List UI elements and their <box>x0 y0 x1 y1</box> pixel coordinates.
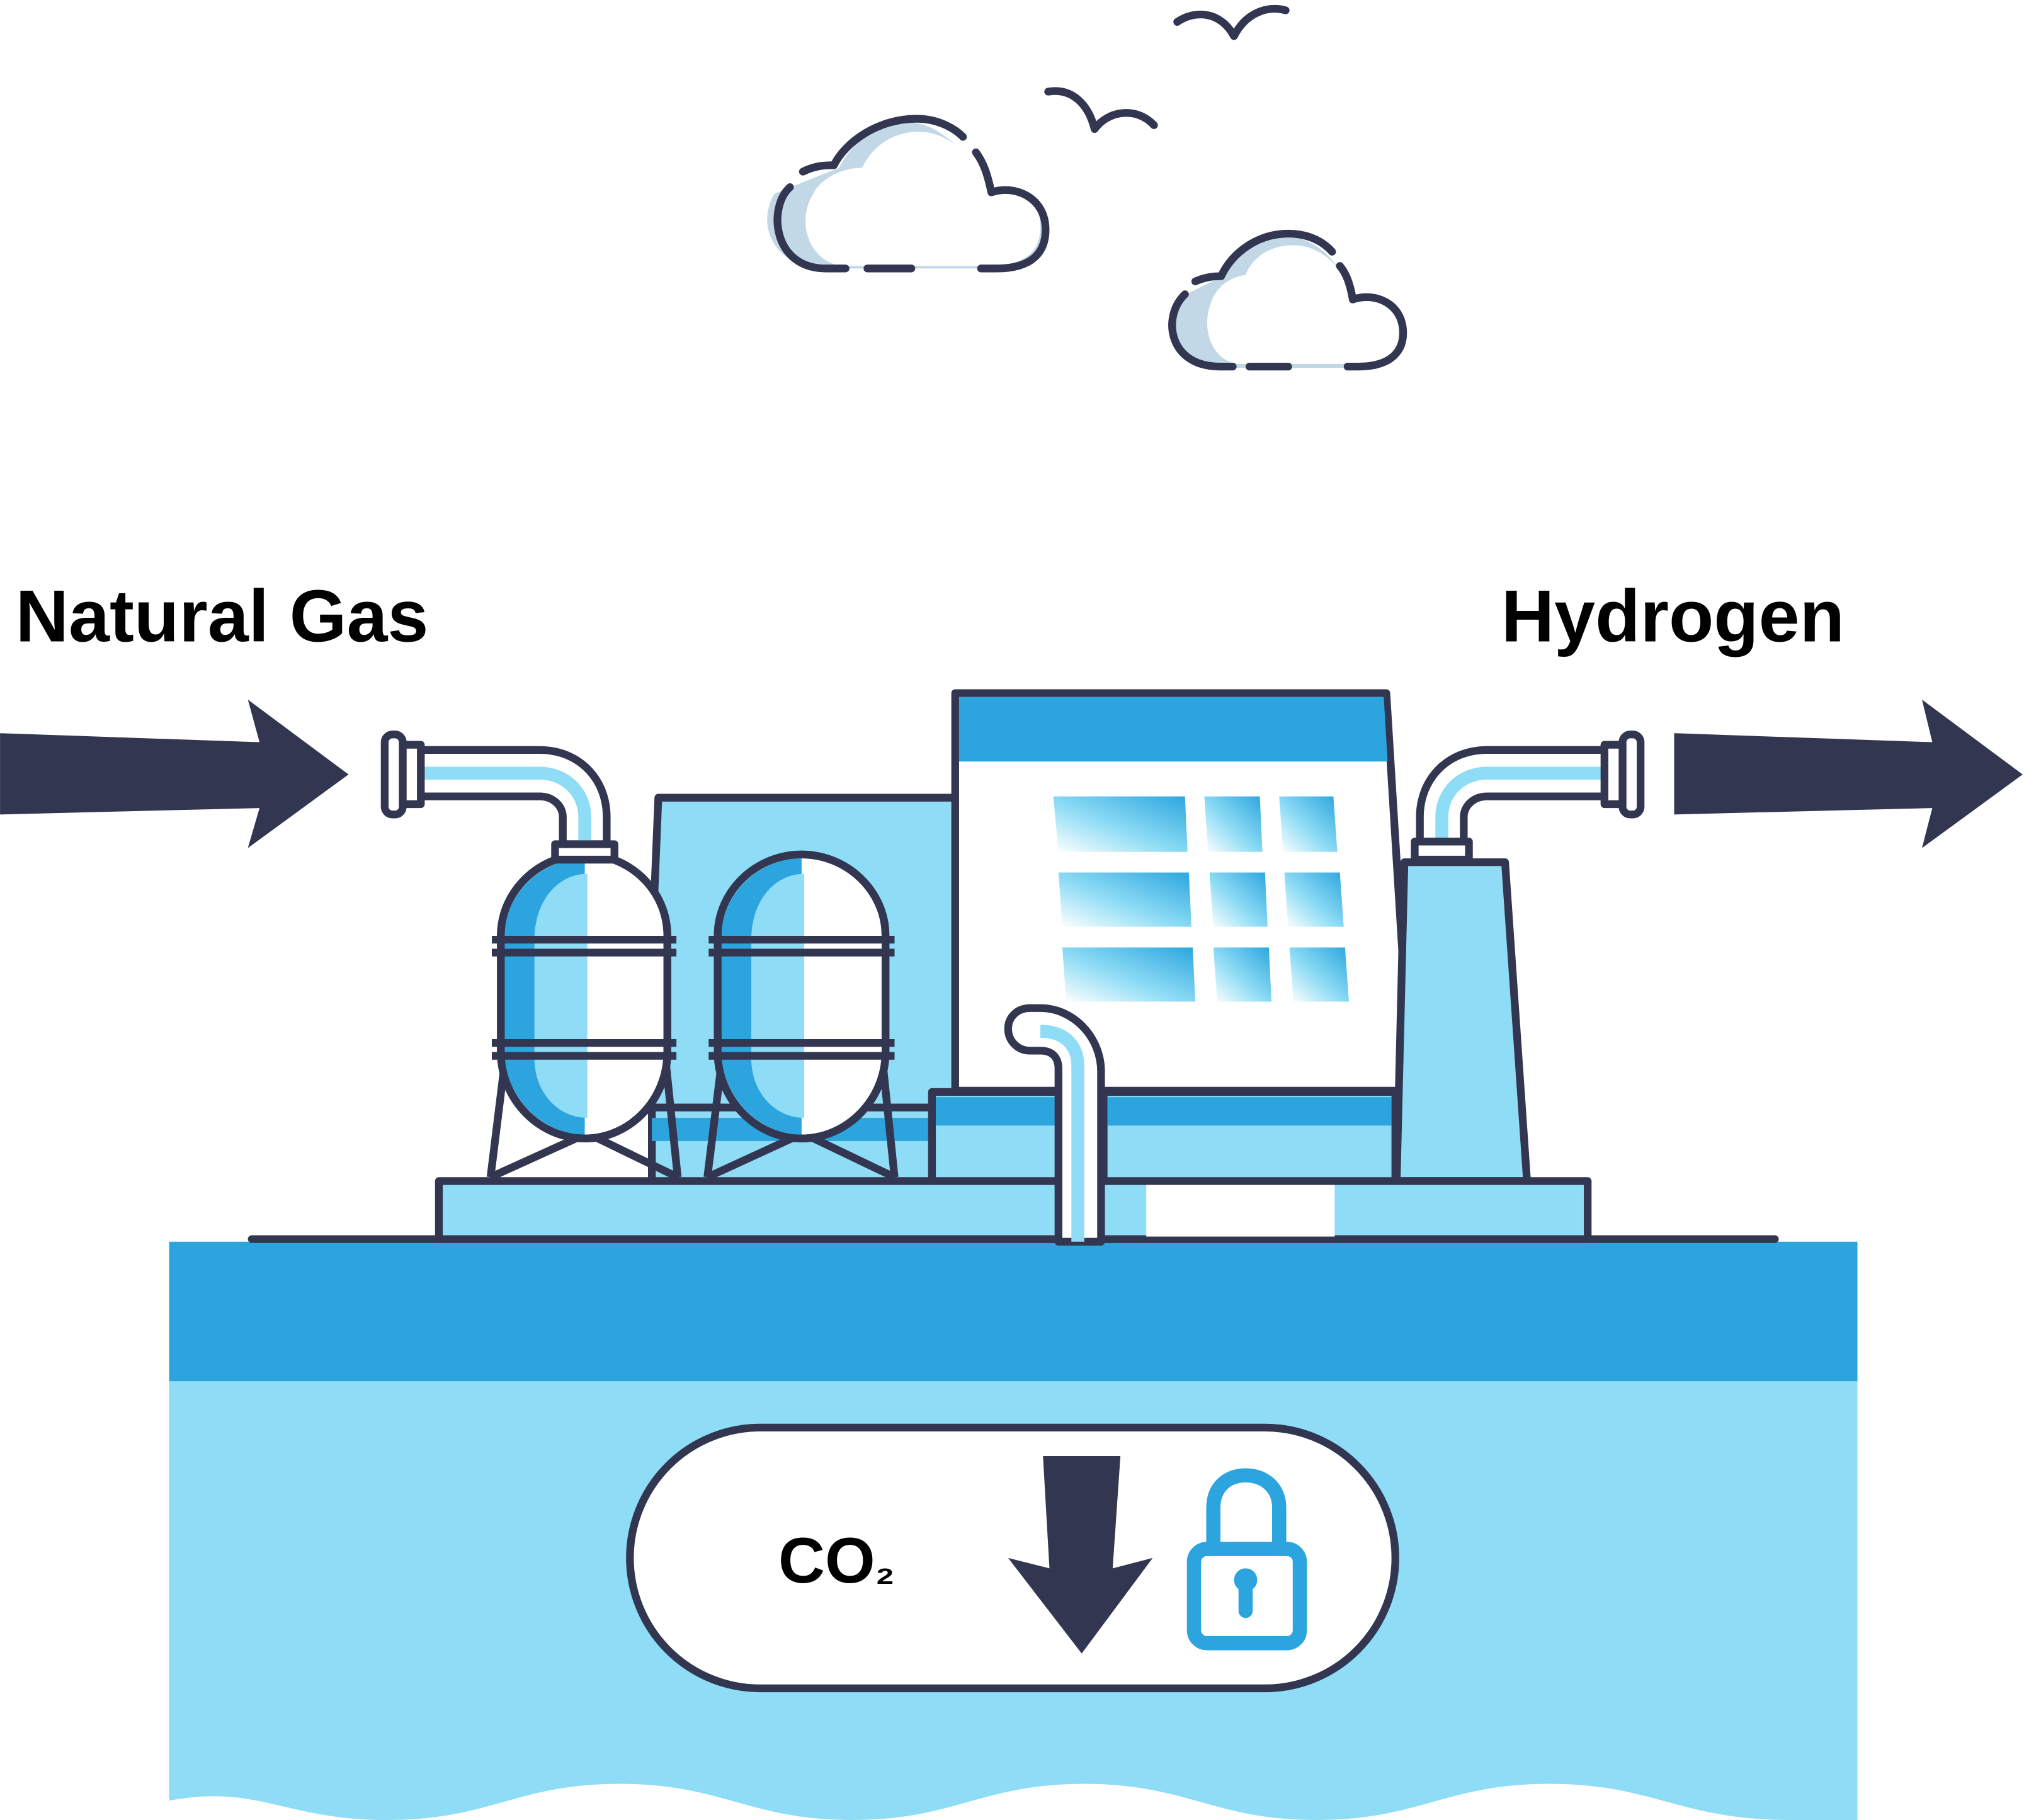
bird-icon <box>1044 87 1158 134</box>
co2-storage-capsule: CO₂ <box>626 1423 1399 1693</box>
co2-label: CO₂ <box>778 1524 895 1596</box>
bird-icon <box>1173 4 1290 40</box>
arrow-right-icon <box>1674 699 2023 848</box>
storage-tank <box>486 840 682 1181</box>
arrow-down-icon <box>1008 1456 1153 1654</box>
arrow-right-icon <box>0 699 349 848</box>
cloud-icon <box>1168 229 1407 371</box>
storage-tank <box>703 850 899 1181</box>
hydrogen-label: Hydrogen <box>1501 575 1845 657</box>
window-grid <box>1053 796 1349 1002</box>
natural-gas-label: Natural Gas <box>16 575 429 657</box>
cloud-icon <box>767 115 1050 273</box>
factory <box>380 689 1645 1246</box>
